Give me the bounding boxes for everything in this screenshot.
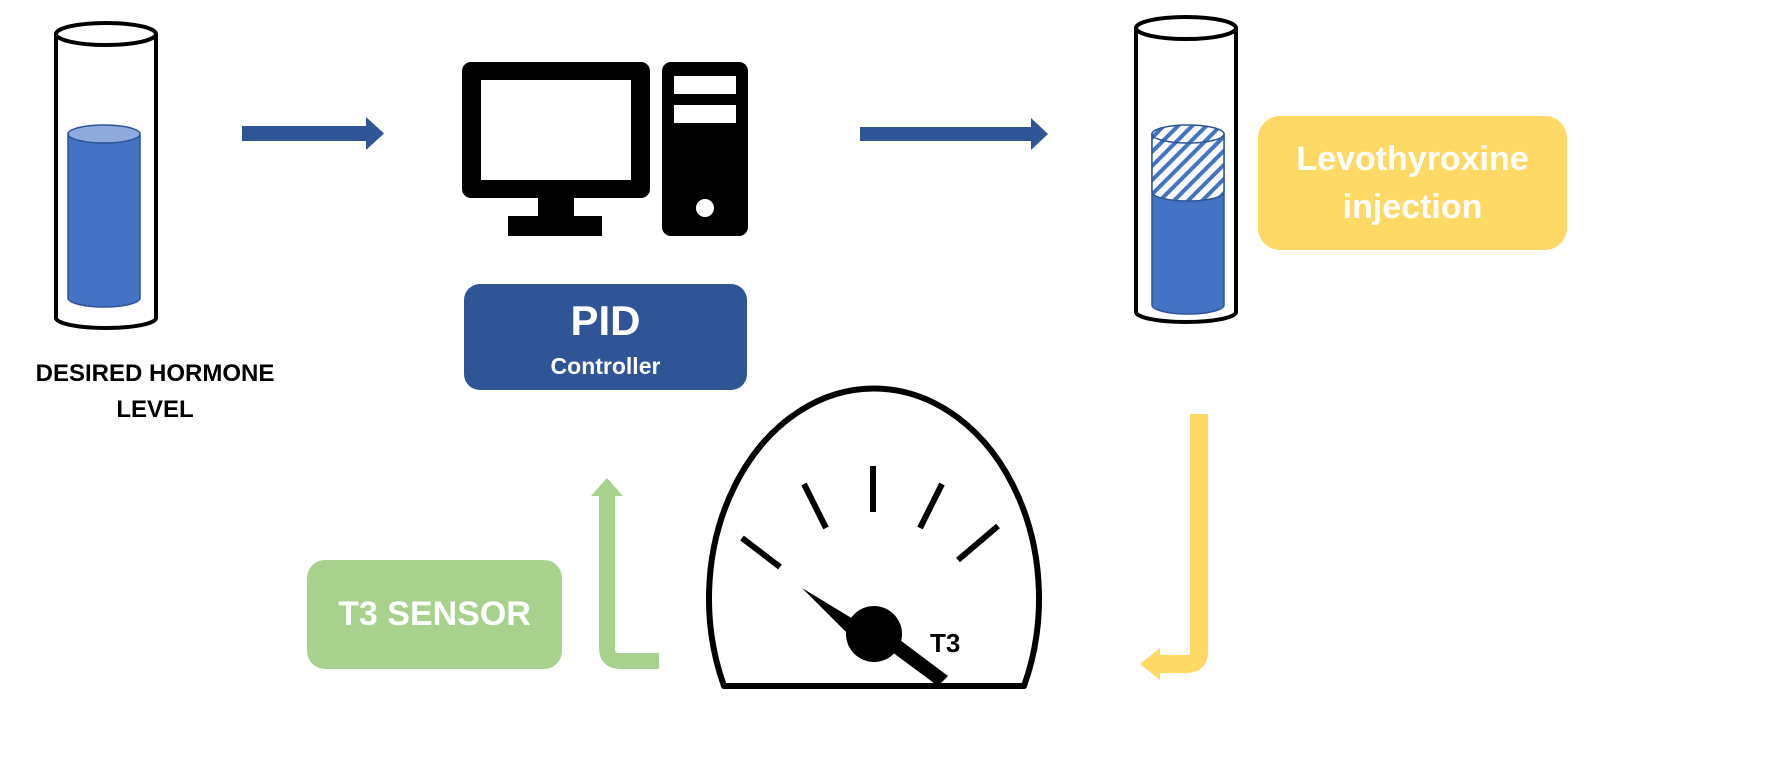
desktop-computer-icon xyxy=(462,62,748,236)
levothyroxine-label-line-2: injection xyxy=(1342,188,1483,226)
desired-level-tube xyxy=(54,21,158,330)
arrow-to-controller xyxy=(242,117,384,150)
injection-tube xyxy=(1134,15,1238,324)
desired-hormone-level-label: DESIRED HORMONE LEVEL xyxy=(20,356,290,428)
desired-label-line-2: LEVEL xyxy=(116,396,194,423)
pid-controller-box: PID Controller xyxy=(464,284,747,390)
levothyroxine-label-line-1: Levothyroxine xyxy=(1296,140,1529,178)
desired-label-line-1: DESIRED HORMONE xyxy=(35,360,275,387)
arrow-to-injection xyxy=(860,118,1048,150)
gauge-t3-label: T3 xyxy=(930,628,961,658)
t3-sensor-box: T3 SENSOR xyxy=(307,560,562,669)
pid-subtitle: Controller xyxy=(550,353,661,379)
arrow-to-gauge xyxy=(1140,414,1208,680)
levothyroxine-injection-box: Levothyroxine injection xyxy=(1258,116,1567,250)
arrow-to-controller-feedback xyxy=(591,478,659,669)
t3-sensor-label: T3 SENSOR xyxy=(338,595,531,633)
speedometer-gauge-icon xyxy=(706,385,1042,689)
pid-title: PID xyxy=(570,297,641,344)
